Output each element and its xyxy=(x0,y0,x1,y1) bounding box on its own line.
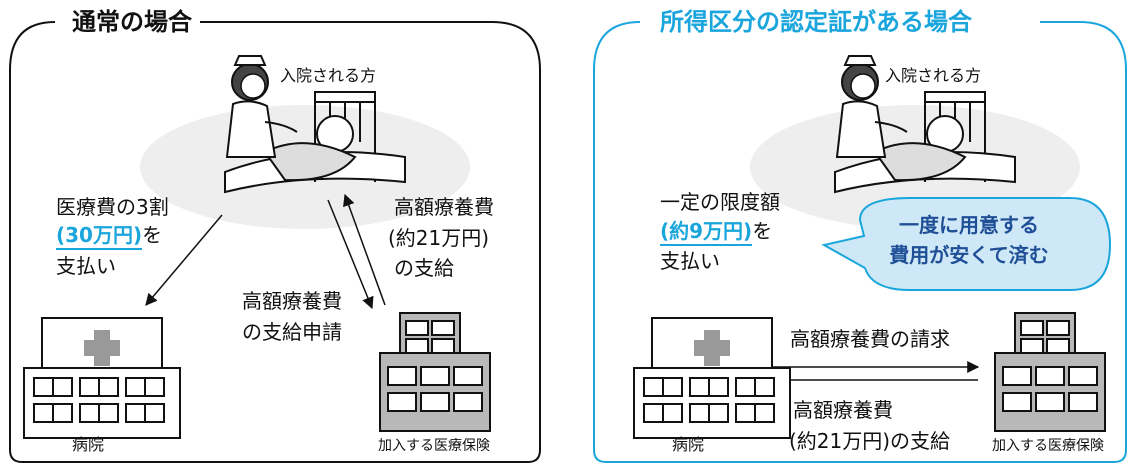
request-line2: の支給申請 xyxy=(242,320,342,344)
limit-line1: 一定の限度額 xyxy=(660,190,780,214)
bubble-text: 一度に用意する 費用が安くて済む xyxy=(869,210,1069,270)
limit-line2: (約9万円)を xyxy=(660,217,773,246)
limit-suffix: を xyxy=(752,219,773,243)
right-panel-border xyxy=(593,21,1127,463)
hospital-label-left: 病院 xyxy=(72,435,105,454)
insurer-label-right: 加入する医療保険 xyxy=(992,438,1104,454)
request-line1: 高額療養費 xyxy=(242,289,342,313)
payment-line2: (30万円)を xyxy=(56,221,163,250)
arrow-request-to-insurer xyxy=(327,199,374,310)
right-panel-title: 所得区分の認定証がある場合 xyxy=(652,6,980,38)
insurer-building-left xyxy=(379,312,491,432)
benefit-line1-left: 高額療養費 xyxy=(394,195,494,219)
hospital-building-left xyxy=(23,317,181,439)
payment-suffix: を xyxy=(142,223,163,247)
insurer-building-right xyxy=(994,312,1106,432)
payment-line1: 医療費の3割 xyxy=(56,195,169,219)
arrow-to-hospital xyxy=(145,214,223,306)
arrow-benefit-to-patient xyxy=(343,193,386,306)
benefit-line1-right: 高額療養費 xyxy=(793,398,893,422)
limit-line3: 支払い xyxy=(660,249,720,273)
limit-amount: (約9万円) xyxy=(660,219,753,246)
benefit-line3-left: の支給 xyxy=(394,256,454,280)
left-panel-border xyxy=(9,21,541,463)
patient-label-right: 入院される方 xyxy=(885,66,982,85)
left-panel-title: 通常の場合 xyxy=(64,6,200,38)
insurer-label-left: 加入する医療保険 xyxy=(378,438,490,454)
speech-bubble xyxy=(821,197,1112,291)
patient-label-left: 入院される方 xyxy=(280,66,377,85)
bubble-line2: 費用が安くて済む xyxy=(889,243,1049,267)
hospital-building-right xyxy=(633,317,791,439)
payment-line3: 支払い xyxy=(56,254,116,278)
hospital-label-right: 病院 xyxy=(672,435,705,454)
bubble-line1: 一度に用意する xyxy=(899,213,1039,237)
benefit-line2-right: (約21万円)の支給 xyxy=(789,429,951,453)
benefit-line2-left: (約21万円) xyxy=(388,226,490,250)
claim-label: 高額療養費の請求 xyxy=(790,327,950,351)
payment-amount: (30万円) xyxy=(56,223,143,250)
